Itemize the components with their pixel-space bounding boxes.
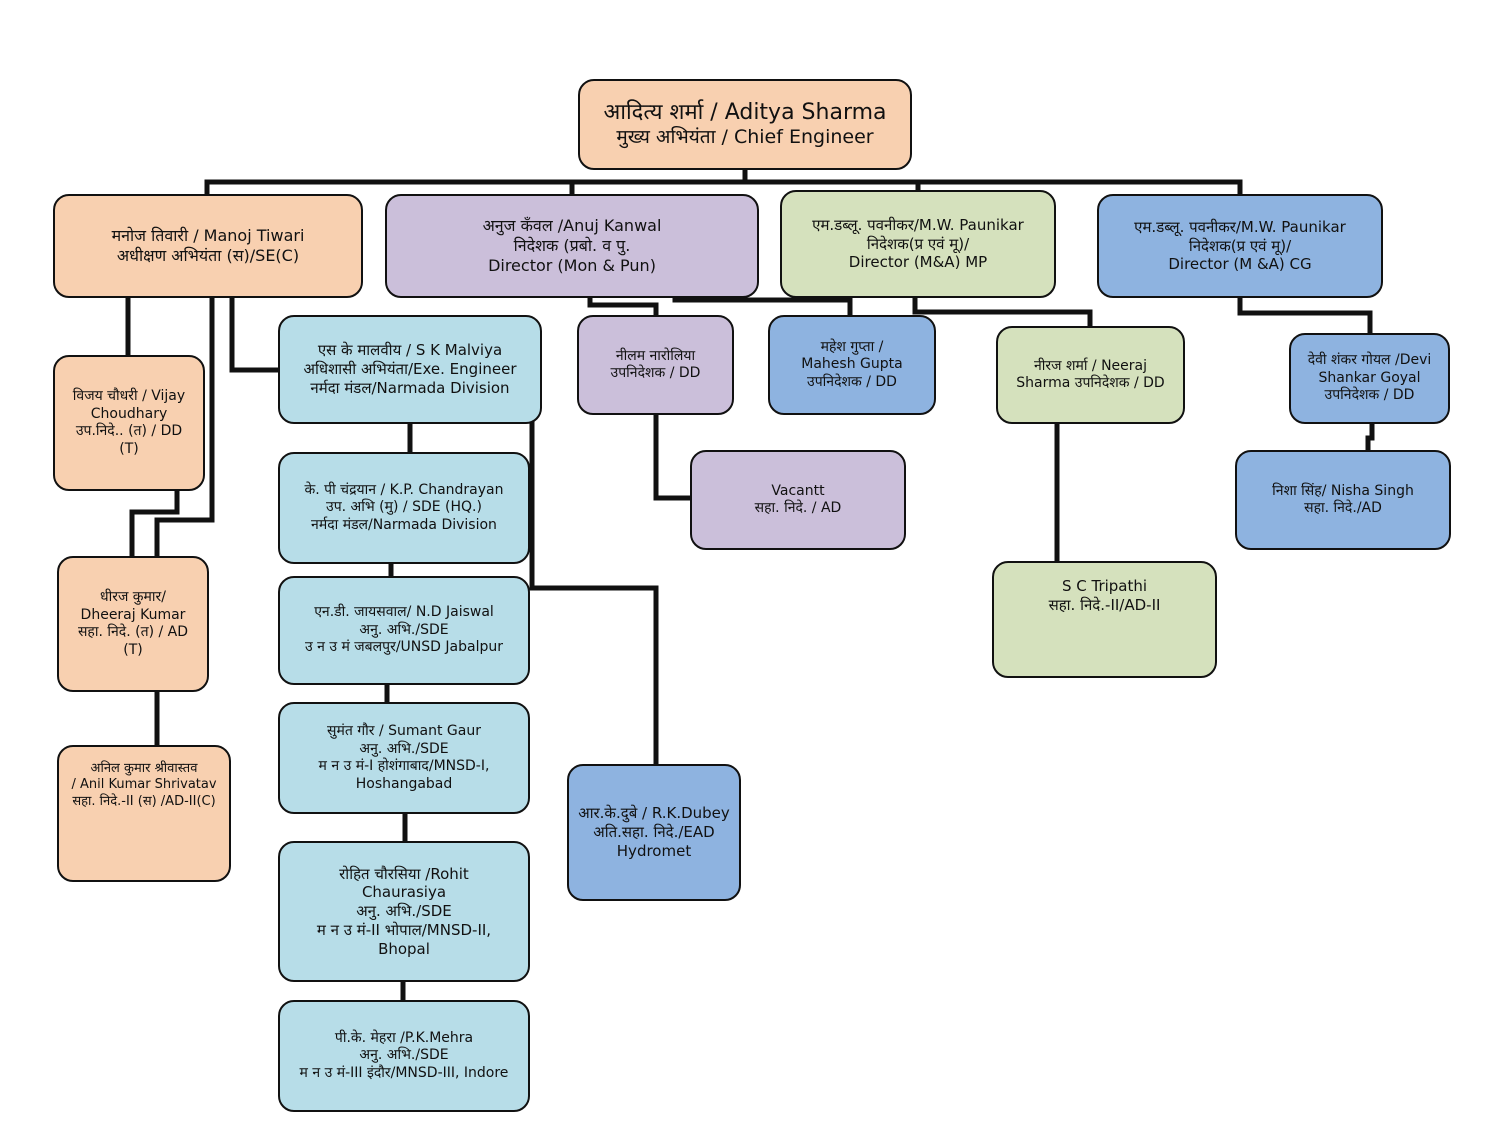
connector-kanwal <box>587 295 853 501</box>
node-text-line: उपनिदेशक / DD <box>807 373 897 390</box>
node-text-line: एस के मालवीय / S K Malviya <box>317 341 503 360</box>
node-text-line: नर्मदा मंडल/Narmada Division <box>310 378 510 397</box>
node-text-line: (T) <box>119 440 139 457</box>
node-text-line: / Anil Kumar Shrivatav <box>71 777 217 793</box>
node-text-line: एन.डी. जायसवाल/ N.D Jaiswal <box>314 604 494 621</box>
node-text-line: (T) <box>123 641 143 658</box>
node-text-line: अधीक्षण अभियंता (स)/SE(C) <box>116 246 300 265</box>
node-text-line: निदेशक (प्रबो. व पु. <box>513 236 631 255</box>
node-text-line: उपनिदेशक / DD <box>1324 387 1415 404</box>
node-text-line: Hoshangabad <box>355 775 453 792</box>
node-text-line: देवी शंकर गोयल /Devi <box>1307 352 1432 369</box>
node-text-line: Sharma उपनिदेशक / DD <box>1016 375 1165 391</box>
node-text-line: Bhopal <box>378 939 430 958</box>
node-text-line: नीरज शर्मा / Neeraj <box>1033 357 1148 374</box>
node-text-line: सहा. निदे.-II (स) /AD-II(C) <box>72 793 216 809</box>
node-text-line: सहा. निदे./AD <box>1304 500 1382 516</box>
node-text-line: निदेशक(प्र एवं मू)/ <box>1188 236 1292 255</box>
node-text-line: अनु. अभि./SDE <box>359 621 449 638</box>
node-ad2-anil-kumar-shrivatav: अनिल कुमार श्रीवास्तव/ Anil Kumar Shriva… <box>57 745 231 882</box>
node-text-line: मनोज तिवारी / Manoj Tiwari <box>111 226 305 245</box>
node-text-line: उ न उ मं जबलपुर/UNSD Jabalpur <box>305 639 503 656</box>
node-text-line: S C Tripathi <box>1061 577 1148 595</box>
node-text-line: विजय चौधरी / Vijay <box>72 388 186 404</box>
node-text-line: अनु. अभि./SDE <box>359 1047 449 1064</box>
node-text-line: धीरज कुमार/ <box>100 589 166 605</box>
node-text-line: Chaurasiya <box>361 883 447 902</box>
node-text-line: Choudhary <box>90 405 168 422</box>
node-text-line: म न उ मं-II भोपाल/MNSD-II, <box>316 920 492 939</box>
node-text-line: निशा सिंह/ Nisha Singh <box>1272 482 1414 499</box>
connector-tiwari <box>125 294 283 749</box>
node-text-line: Hydromet <box>616 841 692 860</box>
node-text-line: एम.डब्लू. पवनीकर/M.W. Paunikar <box>1134 217 1346 236</box>
node-text-line: आदित्य शर्मा / Aditya Sharma <box>603 99 887 125</box>
node-text-line: आर.के.दुबे / R.K.Dubey <box>578 804 730 823</box>
node-text-line: रोहित चौरसिया /Rohit <box>339 864 469 883</box>
node-text-line: अति.सहा. निदे./EAD <box>593 823 715 842</box>
node-text-line: Mahesh Gupta <box>801 356 903 373</box>
node-text-line: उप.निदे.. (त) / DD <box>75 423 183 439</box>
node-text-line: Director (Mon & Pun) <box>488 256 656 275</box>
node-text-line: अनु. अभि./SDE <box>356 902 452 921</box>
node-text-line: म न उ मं-I होशंगाबाद/MNSD-I, <box>318 758 490 774</box>
node-text-line: सहा. निदे.-II/AD-II <box>1048 595 1161 614</box>
node-text-line: नर्मदा मंडल/Narmada Division <box>311 516 497 533</box>
node-text-line: उपनिदेशक / DD <box>610 365 701 381</box>
node-text-line: नीलम नारोलिया <box>615 347 696 364</box>
connector-chief <box>204 165 1243 199</box>
node-text-line: के. पी चंद्रयान / K.P. Chandrayan <box>304 481 504 498</box>
node-text-line: Shankar Goyal <box>1318 369 1421 386</box>
node-text-line: अधिशासी अभियंता/Exe. Engineer <box>303 360 517 379</box>
node-text-line: Director (M&A) MP <box>848 253 988 272</box>
node-text-line: Dheeraj Kumar <box>80 606 186 623</box>
node-text-line: म न उ मं-III इंदौर/MNSD-III, Indore <box>299 1064 509 1081</box>
node-text-line: एम.डब्लू. पवनीकर/M.W. Paunikar <box>812 215 1024 234</box>
node-dd-neelam-naroliya: नीलम नारोलियाउपनिदेशक / DD <box>577 315 734 415</box>
node-text-line: सुमंत गौर / Sumant Gaur <box>327 723 481 739</box>
node-text-line: अनिल कुमार श्रीवास्तव <box>90 761 198 776</box>
node-text-line: महेश गुप्ता / <box>820 338 884 355</box>
node-text-line: Director (M &A) CG <box>1168 255 1312 274</box>
node-text-line: अनुज कँवल /Anuj Kanwal <box>482 216 662 235</box>
connector-paunikar-mp <box>912 293 1093 565</box>
node-text-line: पी.के. मेहरा /P.K.Mehra <box>334 1029 474 1046</box>
node-text-line: सहा. निदे. / AD <box>754 500 842 516</box>
node-text-line: उप. अभि (मु) / SDE (HQ.) <box>326 499 482 516</box>
node-text-line: Vacantt <box>771 482 825 499</box>
node-text-line: अनु. अभि./SDE <box>359 740 449 757</box>
node-text-line: मुख्य अभियंता / Chief Engineer <box>616 126 874 149</box>
node-text-line: सहा. निदे. (त) / AD <box>77 624 189 640</box>
node-text-line: निदेशक(प्र एवं मू)/ <box>866 234 970 253</box>
